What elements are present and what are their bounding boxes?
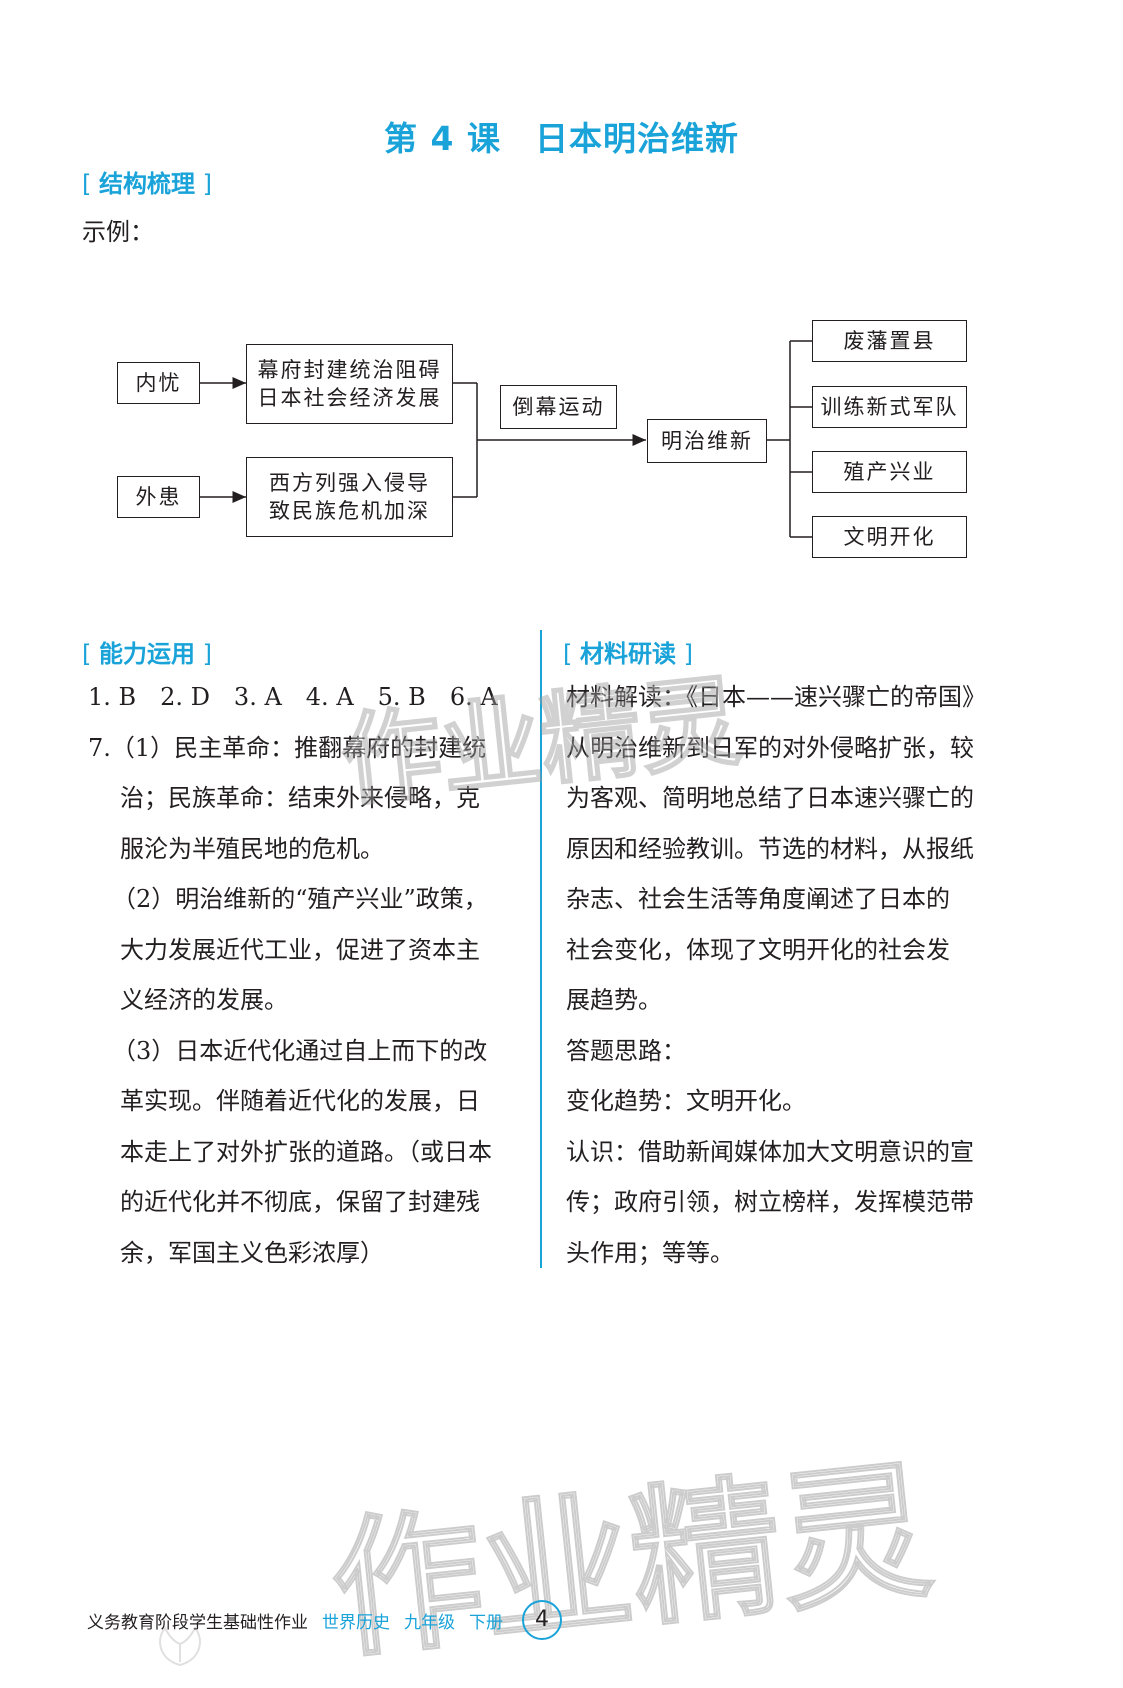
material-line: 从明治维新到日军的对外侵略扩张，较 [566, 733, 974, 762]
material-line: 材料解读：《日本——速兴骤亡的帝国》 [566, 683, 986, 711]
cause2-line2: 致民族危机加深 [269, 499, 430, 523]
box-inner-trouble: 内忧 [117, 362, 200, 404]
answer-line: 余，军国主义色彩浓厚） [120, 1238, 384, 1267]
material-text: 材料解读：《日本——速兴骤亡的帝国》 从明治维新到日军的对外侵略扩张，较 为客观… [566, 672, 986, 1278]
footer-volume: 下册 [469, 1613, 503, 1633]
cause1-line1: 幕府封建统治阻碍 [257, 358, 442, 382]
material-line: 变化趋势：文明开化。 [566, 1087, 806, 1115]
answer-line: 的近代化并不彻底，保留了封建残 [120, 1188, 480, 1216]
footer: 义务教育阶段学生基础性作业世界历史九年级下册 [87, 1608, 503, 1633]
box-result-3: 殖产兴业 [812, 451, 967, 493]
page-title: 第 4 课 日本明治维新 [384, 119, 739, 158]
answer-line: 7.（1）民主革命：推翻幕府的封建统 [88, 733, 487, 762]
footer-series: 义务教育阶段学生基础性作业 [87, 1613, 308, 1633]
ability-answers: 1. B 2. D 3. A 4. A 5. B 6. A 7.（1）民主革命：… [88, 672, 498, 1278]
box-outer-trouble: 外患 [117, 476, 200, 518]
material-line: 杂志、社会生活等角度阐述了日本的 [566, 885, 950, 913]
answer-line: 本走上了对外扩张的道路。（或日本 [120, 1137, 492, 1166]
material-line: 社会变化，体现了文明开化的社会发 [566, 935, 950, 964]
answer-line: 义经济的发展。 [120, 986, 288, 1014]
answer-line: 服沦为半殖民地的危机。 [120, 834, 384, 863]
footer-grade: 九年级 [404, 1613, 455, 1633]
column-divider [540, 630, 542, 1268]
cause2-line1: 西方列强入侵导 [269, 471, 430, 495]
material-line: 头作用；等等。 [566, 1238, 734, 1267]
material-line: 原因和经验教训。节选的材料，从报纸 [566, 834, 974, 863]
example-label: 示例： [82, 218, 154, 246]
answer-line: （3）日本近代化通过自上而下的改 [112, 1036, 488, 1065]
answer-line: 革实现。伴随着近代化的发展，日 [120, 1087, 480, 1115]
box-meiji-restoration: 明治维新 [647, 419, 767, 463]
answer-line: 大力发展近代工业，促进了资本主 [120, 935, 480, 964]
box-result-2: 训练新式军队 [812, 386, 967, 428]
box-cause-invasion: 西方列强入侵导 致民族危机加深 [246, 457, 453, 537]
material-line: 展趋势。 [566, 986, 662, 1014]
material-line: 认识：借助新闻媒体加大文明意识的宣 [566, 1137, 974, 1166]
answer-line: 1. B 2. D 3. A 4. A 5. B 6. A [88, 683, 498, 711]
material-line: 答题思路： [566, 1036, 686, 1065]
answer-line: （2）明治维新的“殖产兴业”政策， [112, 885, 488, 913]
watermark-logo-icon [159, 1626, 201, 1667]
section-heading-structure: [ 结构梳理 ] [82, 170, 212, 198]
box-movement: 倒幕运动 [500, 385, 617, 429]
footer-subject: 世界历史 [322, 1613, 390, 1633]
section-heading-material: [ 材料研读 ] [563, 640, 693, 668]
diagram-connectors [200, 340, 812, 538]
cause1-line2: 日本社会经济发展 [257, 386, 442, 410]
watermark-text: 作业精灵 [323, 1443, 940, 1681]
box-result-1: 废藩置县 [812, 320, 967, 362]
answer-line: 治；民族革命：结束外来侵略，克 [120, 784, 480, 812]
material-line: 传；政府引领，树立榜样，发挥模范带 [566, 1188, 974, 1216]
box-result-4: 文明开化 [812, 516, 967, 558]
page-number: 4 [522, 1600, 562, 1640]
section-heading-ability: [ 能力运用 ] [82, 640, 212, 668]
material-line: 为客观、简明地总结了日本速兴骤亡的 [566, 784, 974, 812]
box-cause-feudal: 幕府封建统治阻碍 日本社会经济发展 [246, 344, 453, 424]
